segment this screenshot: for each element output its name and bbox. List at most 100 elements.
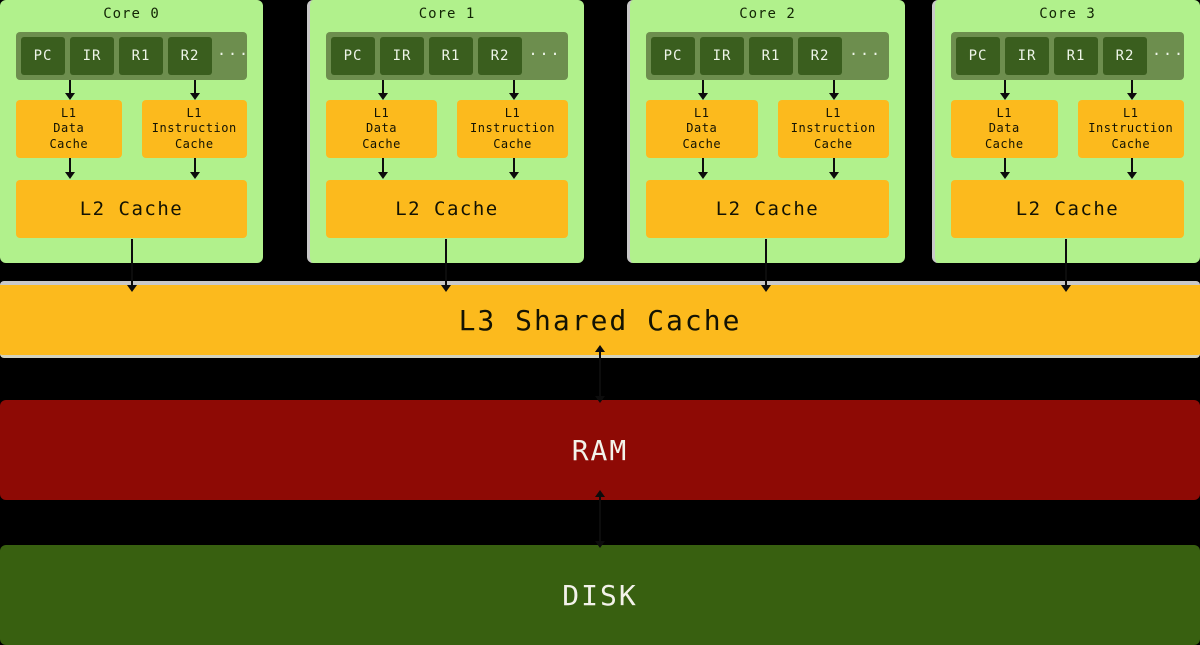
l2-cache-label: L2 Cache	[395, 198, 499, 220]
register-box-ir: IR	[1005, 37, 1049, 75]
l2-cache-label: L2 Cache	[1015, 198, 1120, 220]
l1-data-line: L1	[996, 105, 1012, 120]
l1-data-line: L1	[694, 105, 710, 120]
registers-ellipsis-icon: ···	[528, 45, 562, 63]
register-label-r1: R1	[441, 48, 461, 64]
register-box-r2: R2	[168, 37, 212, 75]
l1-instruction-line: Instruction	[790, 121, 876, 136]
register-box-r2: R2	[1103, 37, 1147, 75]
l1-instruction-line: Instruction	[470, 121, 555, 136]
registers-ellipsis-icon: ···	[217, 45, 251, 63]
disk-bar: DISK	[0, 545, 1200, 645]
arrow-registers-to-l1-instruction-icon	[190, 80, 201, 100]
register-box-r2: R2	[478, 37, 522, 75]
register-strip: PC IR R1 R2 ···	[326, 32, 568, 80]
arrow-l1-instruction-to-l2-icon	[1126, 158, 1137, 179]
core-title: Core 0	[103, 6, 160, 22]
register-box-r1: R1	[749, 37, 793, 75]
arrow-registers-to-l1-data-icon	[697, 80, 708, 100]
arrow-registers-to-l1-instruction-icon	[508, 80, 519, 100]
register-box-ir: IR	[380, 37, 424, 75]
l1-data-line: Data	[53, 121, 85, 136]
l1-instruction-line: L1	[504, 105, 521, 120]
ram-bar: RAM	[0, 400, 1200, 500]
l1-instruction-line: Cache	[813, 136, 853, 151]
core-title: Core 2	[739, 6, 796, 22]
arrow-core3-to-l3-icon	[1061, 239, 1071, 292]
arrow-registers-to-l1-data-icon	[377, 80, 388, 100]
l2-cache-label: L2 Cache	[715, 198, 820, 220]
l1-instruction-cache-box: L1 Instruction Cache	[141, 100, 247, 158]
register-box-r1: R1	[429, 37, 473, 75]
l2-cache-box: L2 Cache	[326, 180, 568, 238]
register-box-ir: IR	[70, 37, 114, 75]
l1-data-line: Data	[686, 121, 718, 136]
register-label-ir: IR	[712, 48, 732, 64]
register-label-r2: R2	[180, 48, 200, 64]
arrow-l1-instruction-to-l2-icon	[829, 158, 840, 179]
core-panel-1: Core 1 PC IR R1 R2 ··· L1 Data Cache L1 …	[307, 0, 584, 263]
l2-cache-label: L2 Cache	[79, 198, 184, 220]
register-box-pc: PC	[956, 37, 1000, 75]
ram-label: RAM	[571, 433, 629, 467]
l1-instruction-cache-box: L1 Instruction Cache	[777, 100, 889, 158]
arrow-registers-to-l1-data-icon	[1000, 80, 1011, 100]
register-box-pc: PC	[651, 37, 695, 75]
core-panel-2: Core 2 PC IR R1 R2 ··· L1 Data Cache L1 …	[627, 0, 905, 263]
register-box-r1: R1	[1054, 37, 1098, 75]
register-box-pc: PC	[331, 37, 375, 75]
register-label-r1: R1	[761, 48, 781, 64]
l1-data-line: Cache	[362, 136, 401, 151]
l1-instruction-line: L1	[825, 105, 841, 120]
l2-cache-box: L2 Cache	[951, 180, 1184, 238]
register-box-r1: R1	[119, 37, 163, 75]
registers-ellipsis-icon: ···	[848, 45, 883, 63]
arrow-registers-to-l1-instruction-icon	[1126, 80, 1137, 100]
arrow-registers-to-l1-instruction-icon	[829, 80, 840, 100]
disk-label: DISK	[562, 578, 638, 612]
arrow-core0-to-l3-icon	[126, 239, 137, 292]
l1-data-line: Cache	[49, 136, 89, 151]
l1-instruction-line: Instruction	[1088, 121, 1174, 136]
l1-data-line: L1	[373, 105, 390, 120]
l1-data-line: Cache	[682, 136, 722, 151]
l1-data-cache-box: L1 Data Cache	[16, 100, 122, 158]
register-strip: PC IR R1 R2 ···	[16, 32, 251, 80]
l1-data-line: Cache	[984, 136, 1024, 151]
arrow-registers-to-l1-data-icon	[64, 80, 75, 100]
arrow-l1-instruction-to-l2-icon	[508, 158, 519, 179]
l2-cache-box: L2 Cache	[646, 180, 889, 238]
register-strip: PC IR R1 R2 ···	[646, 32, 889, 80]
core-panel-3: Core 3 PC IR R1 R2 ··· L1 Data Cache L1 …	[932, 0, 1200, 263]
arrow-l1-data-to-l2-icon	[64, 158, 75, 179]
register-label-ir: IR	[1017, 48, 1037, 64]
register-box-pc: PC	[21, 37, 65, 75]
l1-data-cache-box: L1 Data Cache	[326, 100, 437, 158]
register-label-ir: IR	[82, 48, 102, 64]
arrow-core1-to-l3-icon	[440, 239, 451, 292]
arrow-l1-data-to-l2-icon	[697, 158, 708, 179]
l1-data-line: L1	[61, 105, 77, 120]
l1-instruction-line: Cache	[493, 136, 532, 151]
l1-data-line: Data	[988, 121, 1020, 136]
l1-data-cache-box: L1 Data Cache	[951, 100, 1058, 158]
arrow-l1-data-to-l2-icon	[1000, 158, 1011, 179]
l1-instruction-line: Instruction	[151, 121, 237, 136]
core-panel-0: Core 0 PC IR R1 R2 ··· L1 Data Cache L1 …	[0, 0, 263, 263]
register-box-ir: IR	[700, 37, 744, 75]
l1-instruction-line: Cache	[174, 136, 214, 151]
register-label-ir: IR	[392, 48, 412, 64]
register-label-pc: PC	[968, 48, 988, 64]
l1-data-cache-box: L1 Data Cache	[646, 100, 758, 158]
l1-instruction-line: Cache	[1111, 136, 1151, 151]
l1-instruction-cache-box: L1 Instruction Cache	[457, 100, 568, 158]
register-label-pc: PC	[663, 48, 683, 64]
core-title: Core 3	[1039, 6, 1096, 22]
arrow-l1-instruction-to-l2-icon	[190, 158, 201, 179]
register-strip: PC IR R1 R2 ···	[951, 32, 1184, 80]
l1-instruction-line: L1	[186, 105, 202, 120]
l1-instruction-cache-box: L1 Instruction Cache	[1077, 100, 1184, 158]
l1-data-line: Data	[366, 121, 397, 136]
l1-instruction-line: L1	[1123, 105, 1139, 120]
register-label-r1: R1	[131, 48, 151, 64]
